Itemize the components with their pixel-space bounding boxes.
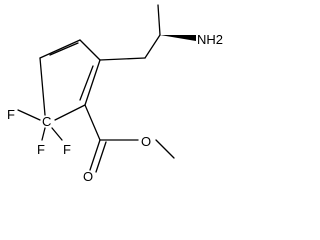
bond-o-to-methyl <box>155 139 175 159</box>
bond-c-to-f-left <box>17 109 41 121</box>
bond-ring-top-left-double <box>49 42 79 56</box>
bond-carbonyl-c-o <box>89 139 101 171</box>
atom-label-c-quaternary: C <box>42 114 51 129</box>
structure-canvas: NH2 C F F F O O <box>7 4 223 184</box>
molecule-structure: NH2 C F F F O O <box>7 4 223 184</box>
bond-ring-top-right <box>79 39 101 61</box>
bond-ch-to-methyl <box>157 4 161 36</box>
atom-label-f-right: F <box>63 142 71 157</box>
atom-label-nh2: NH2 <box>197 32 223 47</box>
bond-c-to-f-bottom <box>41 127 46 141</box>
bond-ring-right <box>84 59 101 106</box>
bond-ch2-to-ch <box>144 34 161 59</box>
atom-label-f-bottom: F <box>37 142 45 157</box>
bond-c-to-f-right <box>51 127 63 141</box>
bond-ring-to-carbonyl <box>84 104 101 141</box>
atom-label-f-left: F <box>7 107 15 122</box>
bond-ring-left <box>39 57 46 116</box>
bond-ring-to-ch2 <box>99 57 146 61</box>
stereo-wedge-bond <box>160 35 196 41</box>
atom-label-o-ester: O <box>141 134 151 149</box>
bond-ring-top-left <box>39 39 81 59</box>
bond-ring-right-double <box>79 65 94 101</box>
bond-carbonyl-c-o-double <box>95 141 107 173</box>
atom-label-o-carbonyl: O <box>83 169 93 184</box>
bond-ring-bottom <box>54 104 86 121</box>
